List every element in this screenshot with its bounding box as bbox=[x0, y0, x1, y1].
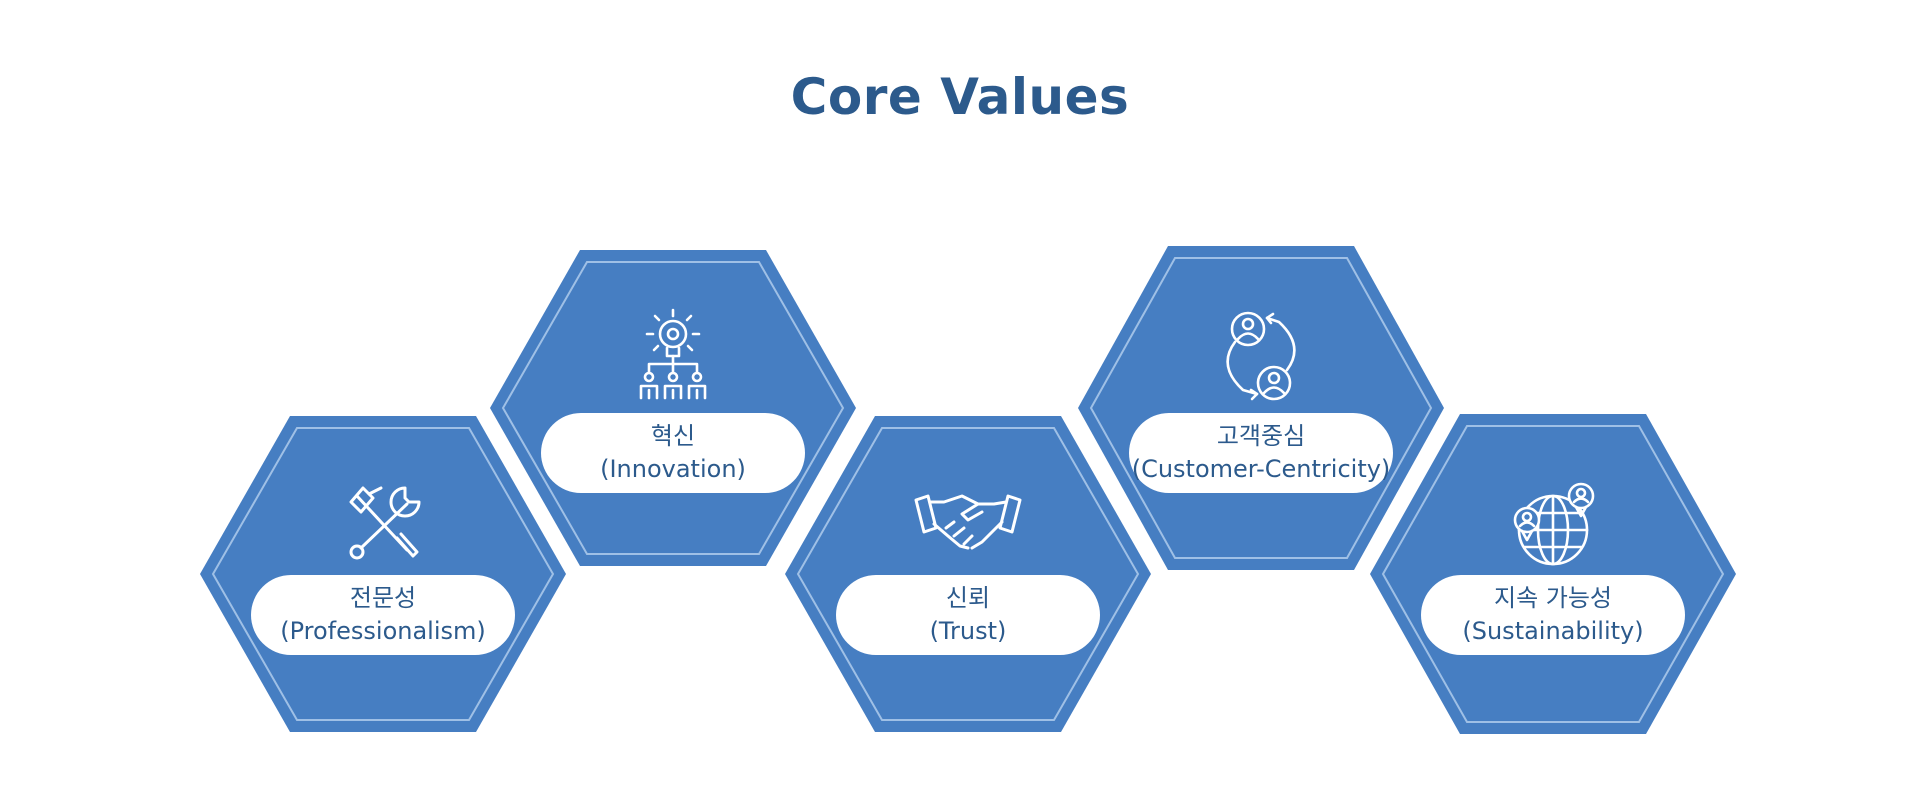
tools-icon bbox=[349, 486, 421, 560]
label-pill bbox=[1129, 413, 1393, 493]
hexagon-shape bbox=[1370, 414, 1736, 734]
hexagon-shape bbox=[200, 416, 566, 732]
hexagon-inner-line bbox=[796, 427, 1140, 721]
value-korean-label: 신뢰 bbox=[946, 584, 990, 612]
hexagon-shape bbox=[785, 416, 1151, 732]
label-pill bbox=[836, 575, 1100, 655]
value-korean-label: 고객중심 bbox=[1217, 422, 1305, 450]
value-korean-label: 전문성 bbox=[350, 584, 416, 612]
hexagon-shape bbox=[1078, 246, 1444, 570]
handshake-icon bbox=[914, 494, 1022, 550]
value-korean-label: 지속 가능성 bbox=[1494, 584, 1612, 612]
value-english-label: (Customer-Centricity) bbox=[1132, 455, 1391, 483]
value-hexagon-customer-centricity: 고객중심 (Customer-Centricity) bbox=[1078, 246, 1444, 570]
label-pill bbox=[541, 413, 805, 493]
value-english-label: (Trust) bbox=[930, 617, 1007, 645]
value-korean-label: 혁신 bbox=[651, 422, 695, 450]
label-pill bbox=[1421, 575, 1685, 655]
value-english-label: (Innovation) bbox=[600, 455, 746, 483]
customer-cycle-icon bbox=[1226, 311, 1296, 401]
value-hexagon-sustainability: 지속 가능성 (Sustainability) bbox=[1370, 414, 1736, 734]
value-hexagon-trust: 신뢰 (Trust) bbox=[785, 416, 1151, 732]
lightbulb-network-icon bbox=[639, 308, 707, 400]
hexagon-inner-line bbox=[1381, 425, 1725, 723]
hexagon-inner-line bbox=[1089, 257, 1433, 559]
value-hexagon-professionalism: 전문성 (Professionalism) bbox=[200, 416, 566, 732]
page-title: Core Values bbox=[790, 68, 1130, 126]
hexagon-shape bbox=[490, 250, 856, 566]
value-english-label: (Professionalism) bbox=[280, 617, 486, 645]
label-pill bbox=[251, 575, 515, 655]
globe-people-icon bbox=[1513, 482, 1595, 566]
value-english-label: (Sustainability) bbox=[1462, 617, 1643, 645]
value-hexagon-innovation: 혁신 (Innovation) bbox=[490, 250, 856, 566]
hexagon-inner-line bbox=[211, 427, 555, 721]
hexagon-inner-line bbox=[501, 261, 845, 555]
